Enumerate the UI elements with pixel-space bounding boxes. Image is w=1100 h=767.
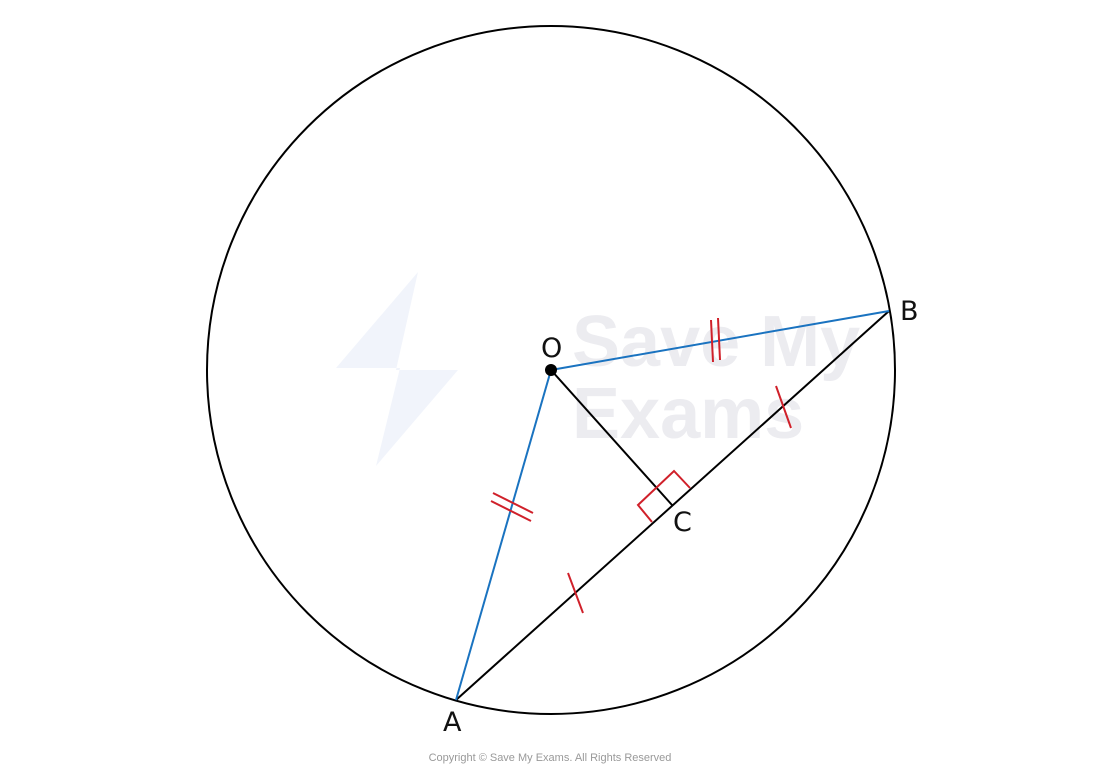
- copyright-text: Copyright © Save My Exams. All Rights Re…: [429, 752, 672, 764]
- label-o: O: [541, 333, 562, 364]
- double-tick-ob-1: [710, 319, 714, 363]
- right-angle-marker: [636, 469, 691, 523]
- double-tick-oa-1: [492, 492, 534, 514]
- watermark-text-2: Exams: [572, 374, 804, 454]
- radius-oa: [455, 369, 552, 701]
- chord-ab: [455, 310, 890, 701]
- tick-ac: [567, 572, 584, 614]
- label-c: C: [673, 507, 692, 538]
- tick-cb: [775, 385, 792, 429]
- watermark-bolt-icon: [336, 272, 458, 466]
- label-a: A: [443, 707, 462, 738]
- label-b: B: [900, 296, 919, 327]
- double-tick-oa-2: [490, 500, 532, 522]
- watermark: Save My Exams: [336, 272, 860, 466]
- double-tick-ob-2: [717, 317, 721, 361]
- center-point-o: [545, 364, 557, 376]
- circle: [206, 25, 896, 715]
- segment-oc: [550, 369, 673, 506]
